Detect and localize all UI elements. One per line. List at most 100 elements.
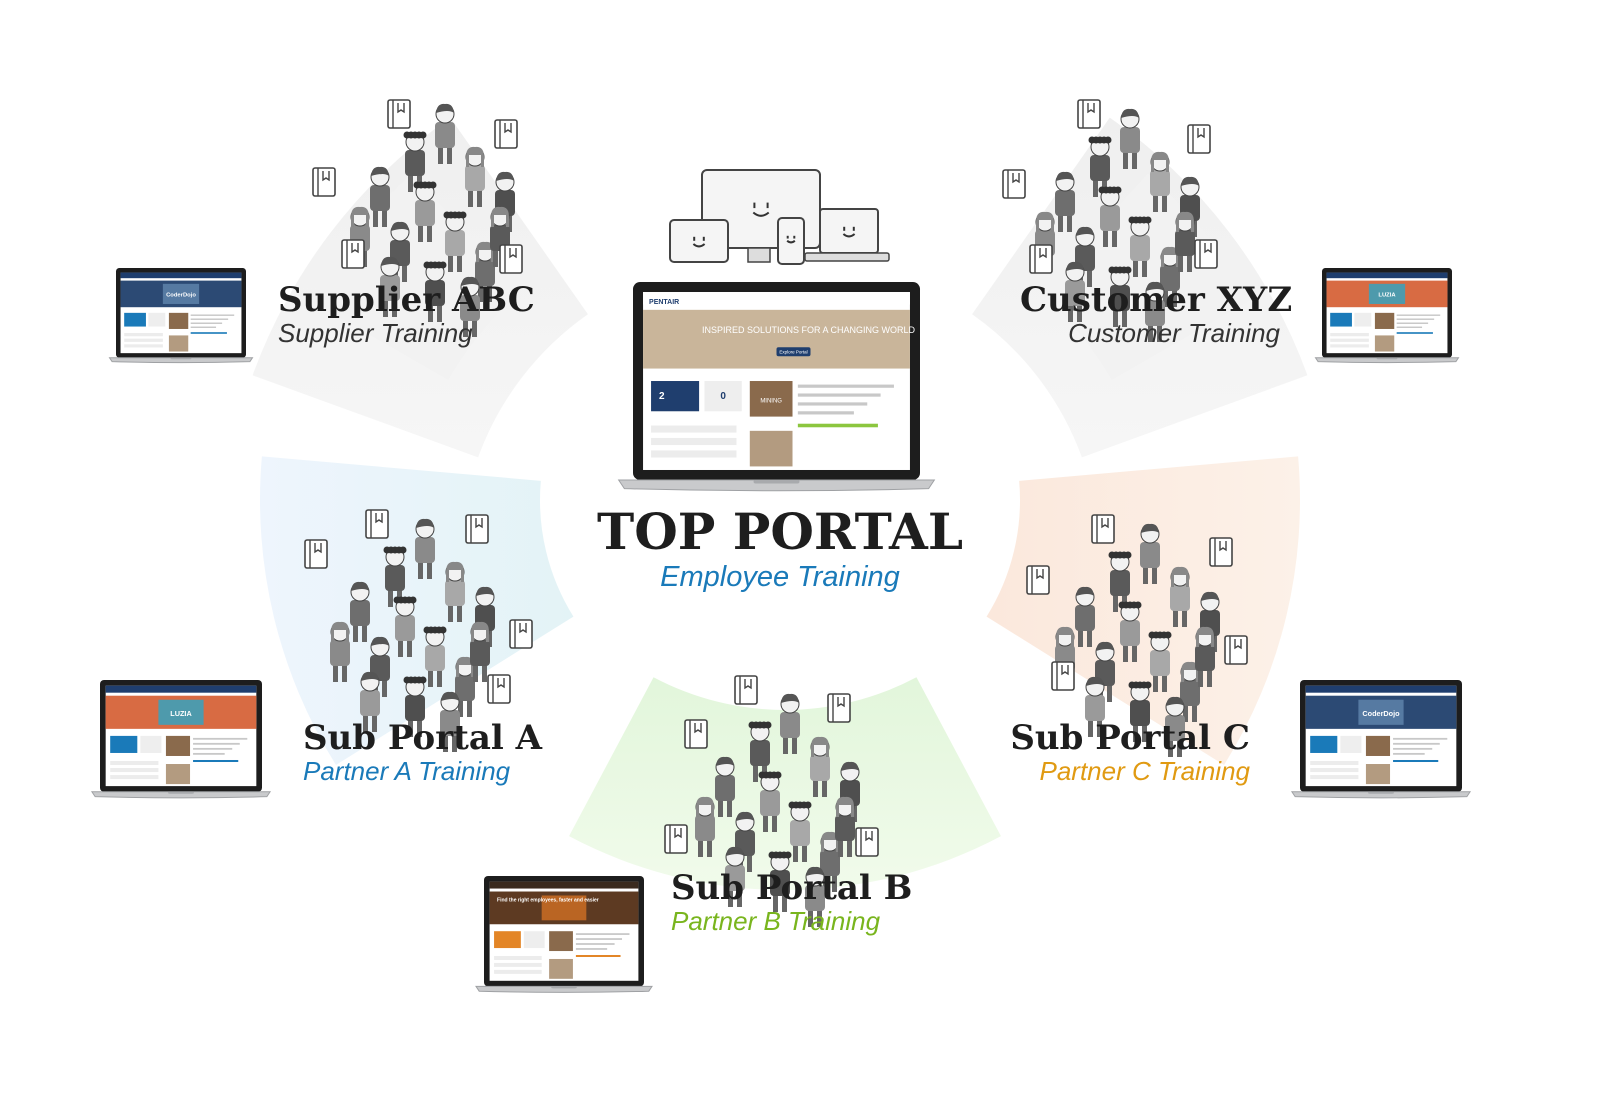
person-icon — [475, 241, 495, 302]
progress-bar — [190, 332, 227, 334]
laptop-base — [475, 985, 653, 993]
progress-bar — [575, 955, 621, 957]
book-icon — [1002, 169, 1026, 199]
hero-text: INSPIRED SOLUTIONS FOR A CHANGING WORLD — [702, 325, 916, 335]
person-icon — [465, 146, 485, 207]
book-icon — [1194, 239, 1218, 269]
book-icon — [1224, 635, 1248, 665]
person-icon — [1148, 631, 1172, 692]
portal-subtitle: Employee Training — [660, 561, 900, 593]
laptop-icon — [819, 208, 879, 254]
book-icon — [734, 675, 758, 705]
person-icon — [1145, 281, 1165, 342]
portal-label-top: TOP PORTAL Employee Training — [560, 504, 1000, 594]
person-icon — [805, 866, 825, 927]
portal-subtitle: Partner B Training — [671, 906, 881, 937]
person-icon — [1085, 676, 1105, 737]
book-icon — [1209, 537, 1233, 567]
fan-sub-a — [259, 456, 574, 765]
laptops: PENTAIR INSPIRED SOLUTIONS FOR A CHANGING… — [90, 268, 1472, 993]
person-icon — [423, 261, 447, 322]
course-thumb — [549, 931, 573, 952]
person-icon — [788, 801, 812, 862]
tablet-icon — [669, 219, 729, 263]
hero-text: LUZIA — [1378, 293, 1396, 299]
sub-c-laptop: CoderDojo — [1290, 680, 1472, 799]
screen-header — [1326, 272, 1448, 279]
laptop-base — [617, 479, 936, 492]
person-icon — [725, 846, 745, 907]
person-icon — [470, 621, 490, 682]
screen-hero — [643, 309, 910, 369]
book-icon — [341, 239, 365, 269]
course-thumb — [168, 312, 189, 329]
progress-bar — [193, 759, 239, 763]
course-thumb — [1374, 312, 1395, 329]
person-icon — [1128, 681, 1152, 742]
person-icon — [1108, 266, 1132, 327]
person-icon — [835, 796, 855, 857]
portal-label-sub-b: Sub Portal B Partner B Training — [671, 868, 913, 937]
person-icon — [1165, 696, 1185, 757]
laptop-base — [1290, 791, 1472, 799]
person-icon — [370, 166, 390, 227]
person-icon — [1120, 108, 1140, 169]
portal-label-customer: Customer XYZ Customer Training — [1020, 280, 1293, 349]
person-icon — [1098, 186, 1122, 247]
person-icon — [440, 691, 460, 752]
sub-a-laptop: LUZIA — [90, 680, 272, 799]
person-icon — [1180, 661, 1200, 722]
hero-button — [776, 347, 811, 357]
person-icon — [695, 796, 715, 857]
person-icon — [1055, 171, 1075, 232]
course-thumb — [749, 381, 793, 417]
book-icon — [312, 167, 336, 197]
screen-header — [105, 685, 257, 693]
customer-laptop: LUZIA — [1314, 268, 1460, 364]
person-icon — [460, 276, 480, 337]
screen-header — [489, 881, 639, 889]
book-icon — [465, 514, 489, 544]
screen-header — [120, 272, 242, 279]
phone-icon — [777, 217, 805, 265]
person-icon — [1170, 566, 1190, 627]
stat-value: 0 — [720, 391, 726, 402]
portal-subtitle: Customer Training — [1068, 318, 1280, 349]
progress-bar — [1393, 759, 1439, 763]
progress-bar — [797, 423, 878, 428]
book-icon — [664, 824, 688, 854]
stat-card — [124, 312, 146, 327]
book-icon — [494, 119, 518, 149]
course-thumb — [165, 735, 191, 756]
stat-card — [651, 381, 700, 412]
portal-subtitle: Partner A Training — [303, 756, 511, 787]
laptop-base — [1314, 357, 1460, 364]
book-icon — [1029, 244, 1053, 274]
book-icon — [487, 674, 511, 704]
person-icon — [455, 656, 475, 717]
hero-text: LUZIA — [170, 709, 192, 718]
brand-logo: PENTAIR — [649, 299, 679, 306]
portal-title: Customer XYZ — [1020, 280, 1293, 320]
portal-title: Sub Portal B — [671, 868, 913, 908]
stat-card — [1310, 735, 1338, 753]
book-icon — [855, 827, 879, 857]
portal-label-sub-a: Sub Portal A Partner A Training — [303, 719, 542, 787]
book-icon — [1091, 514, 1115, 544]
book-icon — [1026, 565, 1050, 595]
top-portal-laptop: PENTAIR INSPIRED SOLUTIONS FOR A CHANGING… — [617, 282, 936, 492]
book-icon — [509, 619, 533, 649]
hero-text: CoderDojo — [166, 293, 196, 299]
person-icon — [1088, 136, 1112, 197]
portal-label-sub-c: Sub Portal C Partner C Training — [990, 719, 1250, 787]
book-icon — [1051, 661, 1075, 691]
person-icon — [1175, 211, 1195, 272]
crowds — [304, 99, 1248, 927]
portal-title: TOP PORTAL — [596, 502, 963, 561]
hero-button-label: Explore Portal — [779, 350, 807, 355]
devices-illustration — [669, 169, 890, 265]
portal-subtitle: Supplier Training — [278, 318, 473, 349]
person-icon — [423, 626, 447, 687]
person-icon — [715, 756, 735, 817]
